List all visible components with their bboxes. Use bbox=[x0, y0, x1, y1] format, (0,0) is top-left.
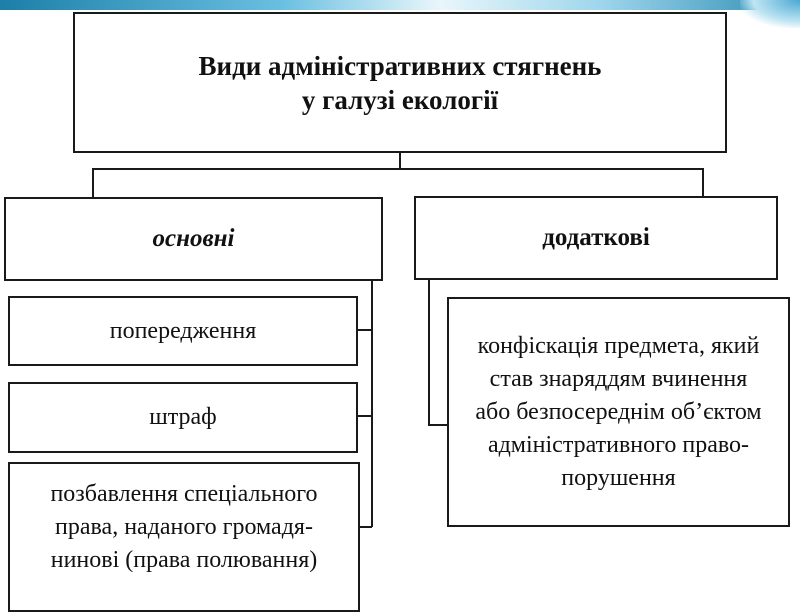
main-item-deprivation-of-right: позбавлення спеціального права, наданого… bbox=[8, 462, 360, 612]
main-branch-tick-1 bbox=[358, 329, 372, 331]
connector-to-additional bbox=[702, 168, 704, 196]
main-item-warning: попередження bbox=[8, 296, 358, 366]
connector-horizontal-bar bbox=[92, 168, 704, 170]
diagram-title-line-2: у галузі екології bbox=[301, 84, 499, 115]
slide-corner-decoration bbox=[740, 0, 800, 28]
main-item-deprivation-line-3: нинові (права полювання) bbox=[50, 547, 318, 573]
connector-to-main bbox=[92, 168, 94, 197]
slide-top-decoration bbox=[0, 0, 800, 10]
main-item-warning-text: попередження bbox=[109, 317, 257, 344]
additional-item-line-5: порушення bbox=[561, 464, 676, 491]
main-item-deprivation-line-1: позбавлення спеціального bbox=[50, 481, 318, 507]
diagram-title-line-1: Види адміністративних стягнень bbox=[198, 50, 602, 81]
additional-item-confiscation-text: конфіскація предмета, який став знаряддя… bbox=[475, 330, 761, 495]
additional-item-line-2: став знаряддям вчинення bbox=[489, 365, 748, 392]
main-item-fine-text: штраф bbox=[149, 404, 217, 430]
additional-item-line-3: або безпосереднім об’єктом bbox=[475, 398, 762, 425]
category-main-box: основні bbox=[4, 197, 383, 281]
diagram-title: Види адміністративних стягнень у галузі … bbox=[199, 49, 602, 117]
main-item-deprivation-line-2: права, наданого громадя- bbox=[55, 514, 313, 540]
main-branch-tick-2 bbox=[358, 415, 372, 417]
diagram-title-box: Види адміністративних стягнень у галузі … bbox=[73, 12, 727, 153]
category-main-label: основні bbox=[152, 225, 235, 252]
category-additional-label: додаткові bbox=[542, 224, 650, 251]
connector-title-down bbox=[399, 153, 401, 169]
additional-branch-tick bbox=[428, 424, 448, 426]
category-additional-box: додаткові bbox=[414, 196, 778, 280]
main-branch-vertical bbox=[371, 281, 373, 527]
additional-branch-vertical bbox=[428, 280, 430, 426]
additional-item-line-4: адміністративного право- bbox=[487, 431, 750, 458]
additional-item-confiscation: конфіскація предмета, який став знаряддя… bbox=[447, 297, 790, 527]
main-branch-tick-3 bbox=[360, 526, 372, 528]
main-item-fine: штраф bbox=[8, 382, 358, 453]
additional-item-line-1: конфіскація предмета, який bbox=[477, 332, 760, 359]
main-item-deprivation-text: позбавлення спеціального права, наданого… bbox=[50, 478, 317, 577]
